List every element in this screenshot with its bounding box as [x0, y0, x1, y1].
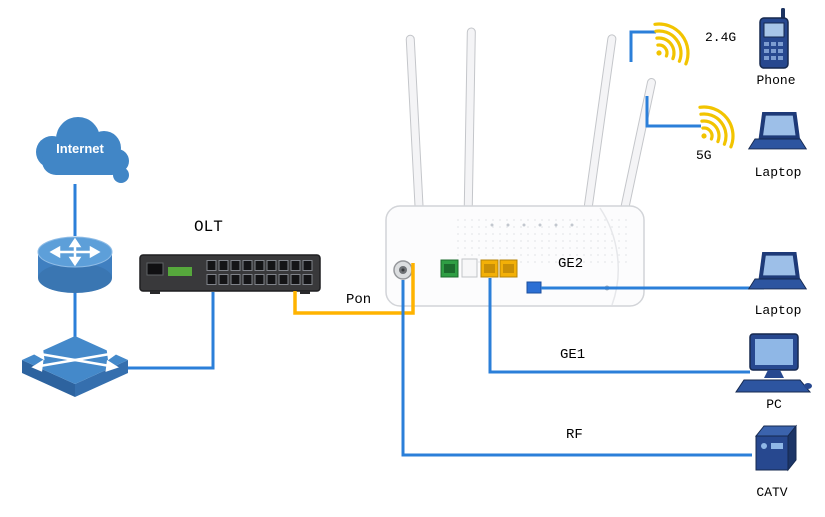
- spare-port: [461, 258, 478, 278]
- lan-port-2: [499, 259, 518, 278]
- olt-port-bank: [206, 259, 314, 287]
- antenna-icon-2: [463, 27, 476, 227]
- catv-label: CATV: [756, 485, 788, 500]
- laptop-icon-wifi: [747, 112, 808, 150]
- pc-label: PC: [766, 397, 782, 412]
- onu-router-device: [385, 205, 645, 307]
- rf-label: RF: [566, 427, 583, 443]
- olt-uplink-port: [146, 262, 164, 276]
- laptop-icon-ge2: [747, 252, 808, 290]
- core-router-icon: [37, 236, 113, 293]
- link-onu-wifi5: [645, 96, 701, 128]
- phone-icon: [759, 8, 789, 69]
- olt-device: [139, 254, 321, 294]
- onu-antennas: [405, 27, 656, 246]
- internet-label: Internet: [56, 141, 104, 156]
- olt-status-sticker: [168, 267, 192, 276]
- pc-icon: [735, 333, 812, 393]
- lan-port-1: [480, 259, 499, 278]
- link-switch-olt: [120, 292, 215, 370]
- wifi-signal-24g-icon: [653, 22, 690, 66]
- ge1-label: GE1: [560, 347, 586, 363]
- router-arrows-icon: [49, 237, 101, 267]
- access-links: [293, 30, 764, 457]
- laptop-ge2-label: Laptop: [754, 303, 802, 318]
- ge2-plug: [526, 281, 542, 294]
- link-olt-onu-pon: [293, 263, 415, 315]
- pon-label: Pon: [346, 292, 372, 308]
- pon-port: [440, 259, 459, 278]
- link-onu-wifi24: [629, 30, 656, 62]
- phone-label: Phone: [756, 73, 796, 88]
- catv-icon: [754, 424, 798, 472]
- antenna-icon-3: [580, 34, 617, 234]
- core-switch-icon: [22, 336, 128, 397]
- band-24g-label: 2.4G: [705, 30, 737, 45]
- link-onu-pc-ge1: [488, 278, 750, 374]
- laptop-wifi-label: Laptop: [754, 165, 802, 180]
- link-onu-catv-rf: [401, 280, 752, 457]
- switch-arrows-icon: [31, 348, 119, 372]
- backbone-links: [73, 184, 215, 370]
- wifi-signal-5g-icon: [698, 105, 735, 149]
- onu-led-row: [490, 223, 574, 227]
- ge2-label: GE2: [558, 256, 584, 272]
- olt-label: OLT: [194, 218, 223, 236]
- internet-cloud-icon: [36, 117, 129, 183]
- antenna-icon-1: [405, 34, 425, 231]
- coax-port-icon: [393, 260, 413, 280]
- band-5g-label: 5G: [696, 148, 712, 163]
